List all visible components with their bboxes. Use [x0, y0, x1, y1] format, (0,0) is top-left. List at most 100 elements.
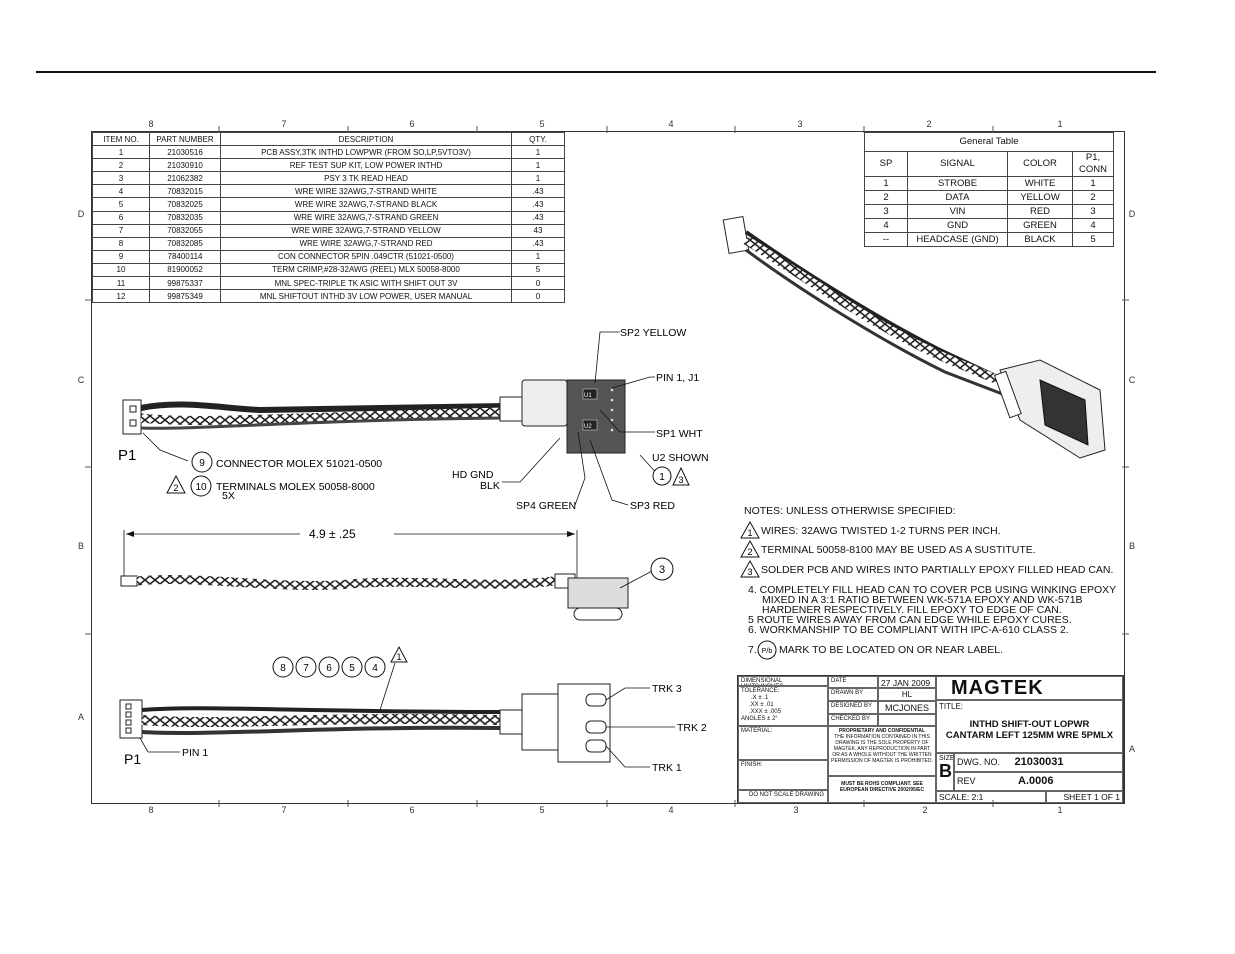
tb-finish: FINISH: [738, 760, 828, 790]
balloon-9-text: 9 [199, 458, 205, 469]
tb-tol1: .X ± .1 [751, 695, 769, 701]
label-pin1-j1: PIN 1, J1 [656, 372, 699, 384]
tb-rev-label: REV [957, 776, 976, 786]
note-6: 6. WORKMANSHIP TO BE COMPLIANT WITH IPC-… [748, 624, 1069, 636]
zone-top: 2 [926, 119, 932, 129]
wire-bundle-bottom [141, 714, 501, 727]
tb-rev: A.0006 [1018, 775, 1054, 787]
tb-scale: SCALE: 2:1 [936, 791, 1046, 803]
tb-drawn-label: DRAWN BY [828, 688, 878, 701]
note-3: SOLDER PCB AND WIRES INTO PARTIALLY EPOX… [761, 564, 1114, 576]
tb-tol2: .XX ± .01 [749, 702, 774, 708]
label-trk2: TRK 2 [677, 722, 707, 734]
tb-rev-cell: REV A.0006 [954, 772, 1123, 791]
p1-connector [122, 399, 142, 435]
general-header: P1, CONN [1072, 151, 1114, 177]
balloon-5-text: 5 [349, 663, 355, 674]
bom-cell: 12 [92, 289, 150, 304]
tb-dwg: 21030031 [1014, 756, 1064, 768]
zone-right: B [1128, 541, 1135, 551]
label-trk3: TRK 3 [652, 683, 682, 695]
balloon-10 [190, 475, 212, 497]
label-u2-shown: U2 SHOWN [652, 452, 709, 464]
flag-3-text: 3 [678, 475, 683, 485]
zone-top: 3 [797, 119, 803, 129]
zone-ticks [85, 126, 1129, 807]
zone-top: 8 [148, 119, 154, 129]
general-table: General Table SP SIGNAL COLOR P1, CONN 1… [864, 132, 1114, 247]
flag-2-triangle [166, 474, 186, 494]
wire-bundle-side [136, 575, 561, 590]
zone-bottom: 4 [668, 805, 674, 815]
tb-checked [878, 714, 936, 726]
tb-prop-title: PROPRIETARY AND CONFIDENTIAL [838, 728, 926, 734]
note-2: TERMINAL 50058-8100 MAY BE USED AS A SUS… [761, 544, 1036, 556]
balloon-8-text: 8 [280, 663, 286, 674]
label-connector-molex: CONNECTOR MOLEX 51021-0500 [216, 458, 382, 470]
note1-flag-text: 1 [747, 528, 752, 538]
label-trk1: TRK 1 [652, 762, 682, 774]
note-5: 5 ROUTE WIRES AWAY FROM CAN EDGE WHILE E… [748, 614, 1072, 626]
tb-tolerance-cell: TOLERANCE: .X ± .1 .XX ± .01 .XXX ± .005… [738, 686, 828, 726]
flag-3-triangle [672, 466, 690, 486]
tb-title-cell: TITLE: INTHD SHIFT-OUT LOPWR CANTARM LEF… [936, 700, 1123, 753]
tb-tol3: .XXX ± .005 [749, 709, 781, 715]
label-terminals-molex: TERMINALS MOLEX 50058-8000 [216, 481, 375, 493]
label-sp3-red: SP3 RED [630, 500, 675, 512]
general-header: SIGNAL [907, 151, 1008, 177]
balloon-4-text: 4 [372, 663, 378, 674]
zone-top: 1 [1057, 119, 1063, 129]
tb-title-1: INTHD SHIFT-OUT LOPWR [969, 719, 1090, 730]
zone-top: 4 [668, 119, 674, 129]
tb-date: 27 JAN 2009 [878, 676, 936, 688]
zone-left: D [77, 209, 85, 219]
zone-bottom: 1 [1057, 805, 1063, 815]
zone-left: A [77, 712, 84, 722]
note-4a: 4. COMPLETELY FILL HEAD CAN TO COVER PCB… [748, 584, 1117, 596]
title-block: DIMENSIONAL UNITS:INCHES TOLERANCE: .X ±… [737, 675, 1124, 804]
balloon-3-text: 3 [659, 564, 665, 576]
zone-right: C [1128, 375, 1136, 385]
notes-flags: 1 2 3 P/b [740, 520, 777, 660]
note-7: MARK TO BE LOCATED ON OR NEAR LABEL. [779, 644, 1004, 656]
note2-flag-text: 2 [747, 547, 752, 557]
tb-checked-label: CHECKED BY [828, 714, 878, 726]
tb-dwg-cell: DWG. NO. 21030031 [954, 753, 1123, 772]
view3-harness [119, 662, 675, 768]
tb-dim-units: DIMENSIONAL UNITS:INCHES [738, 676, 828, 686]
zone-left: B [77, 541, 84, 551]
balloon-6-text: 6 [326, 663, 332, 674]
balloon-1 [652, 466, 672, 486]
tb-company-logo: MAGTEK [936, 676, 1123, 700]
note7-symbol: P/b [762, 648, 773, 655]
pcb-u1-label: U1 [584, 393, 592, 399]
balloon-3 [650, 557, 674, 581]
label-5x: 5X [222, 490, 235, 502]
tb-designed: MCJONES [878, 701, 936, 714]
zone-top: 7 [281, 119, 287, 129]
balloon-9 [191, 451, 213, 473]
tb-date-label: DATE [828, 676, 878, 688]
zone-top: 6 [409, 119, 415, 129]
zone-bottom: 6 [409, 805, 415, 815]
isometric-view [722, 215, 1106, 459]
tb-drawn: HL [878, 688, 936, 701]
flag-2-text: 2 [173, 483, 178, 493]
head-can-bottom [521, 693, 559, 751]
zone-bottom: 5 [539, 805, 545, 815]
zone-right: A [1128, 744, 1135, 754]
label-sp2-yellow: SP2 YELLOW [620, 327, 686, 339]
note-4b: MIXED IN A 3:1 RATIO BETWEEN WK-571A EPO… [762, 594, 1083, 606]
head-can-side [567, 577, 629, 609]
zone-left: C [77, 375, 85, 385]
label-hd-gnd: HD GND [452, 469, 494, 481]
